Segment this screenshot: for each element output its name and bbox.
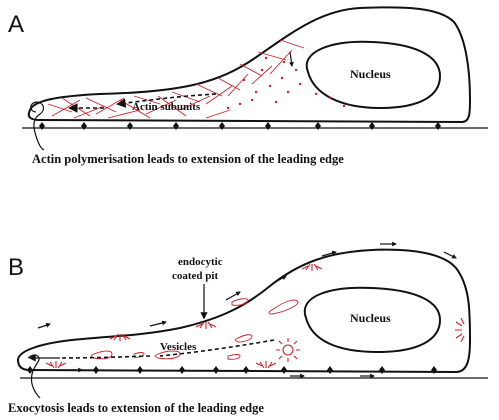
vesicle-arrow-mid	[59, 355, 151, 359]
cell-outline-b	[17, 248, 471, 373]
panel-a-letter: A	[8, 11, 24, 38]
panel-b: B endocytic coated pit Nucleus	[8, 241, 488, 415]
caption-a: Actin polymerisation leads to extension …	[32, 152, 344, 166]
pit-label-line2: coated pit	[172, 270, 218, 282]
panel-b-letter: B	[8, 254, 24, 281]
nucleus-b	[303, 286, 441, 353]
actin-arrow-main	[116, 93, 217, 108]
actin-subunits-label: Actin subunits	[132, 101, 201, 113]
membrane-flow-arrows	[37, 241, 457, 379]
nucleus-label-b: Nucleus	[350, 311, 391, 325]
actin-subunit-dots	[226, 56, 346, 110]
nucleus-label-a: Nucleus	[350, 67, 391, 81]
pit-label-line1: endocytic	[178, 256, 223, 268]
adhesion-sites-a	[39, 122, 441, 130]
coated-pits	[45, 263, 465, 369]
adhesion-sites-b	[27, 366, 437, 374]
leading-edge-curl-a	[30, 101, 45, 151]
panel-a: A Nucleus	[8, 6, 488, 166]
leading-edge-curl-b	[27, 354, 41, 399]
small-arrow-a	[289, 51, 294, 67]
vesicles	[90, 298, 299, 360]
caption-b: Exocytosis leads to extension of the lea…	[8, 401, 264, 415]
vesicles-label: Vesicles	[160, 341, 197, 353]
cell-outline-a	[27, 6, 471, 123]
nucleus-a	[305, 40, 441, 109]
